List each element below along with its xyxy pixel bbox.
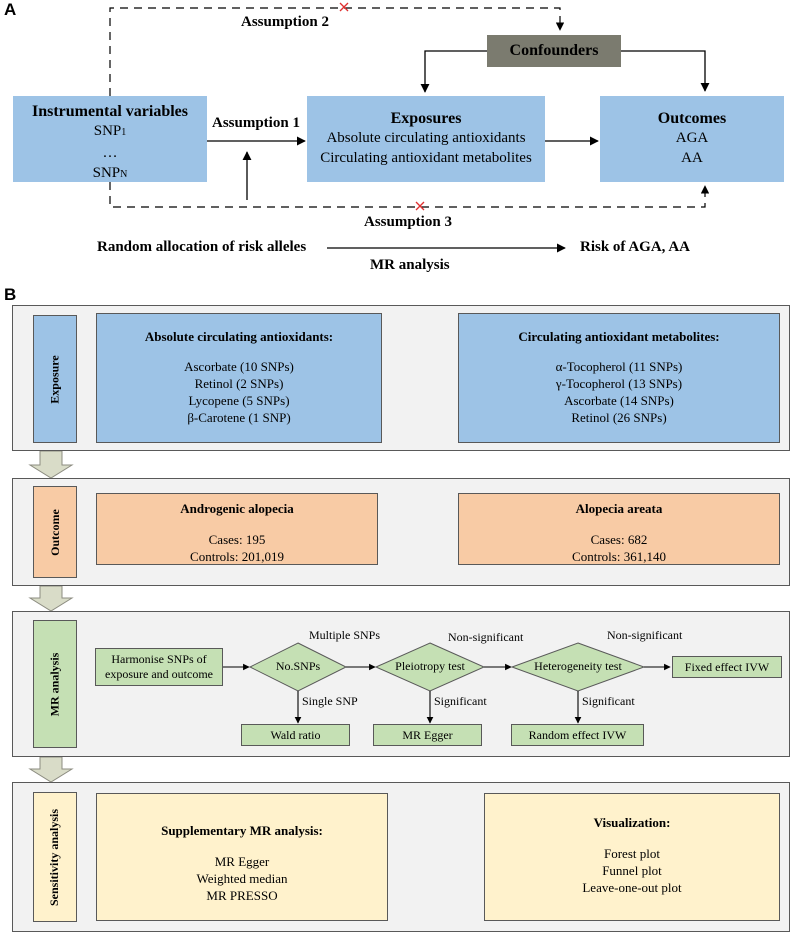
- supplementary-mr-box: Supplementary MR analysis: MR Egger Weig…: [96, 793, 388, 921]
- assumption2-cross: [339, 2, 349, 12]
- mr-analysis-label: MR analysis: [370, 257, 450, 273]
- pleiotropy-label: Pleiotropy test: [395, 659, 465, 673]
- heterogeneity-label: Heterogeneity test: [534, 659, 622, 673]
- exposure-to-outcome-down-arrow: [28, 450, 74, 479]
- multiple-snps-label: Multiple SNPs: [309, 628, 381, 642]
- single-snp-label: Single SNP: [302, 694, 358, 708]
- outcomes-title: Outcomes: [657, 110, 727, 127]
- non-significant-label-2: Non-significant: [607, 628, 683, 642]
- panel-a-letter: A: [4, 0, 17, 19]
- assumption3-label: Assumption 3: [364, 214, 452, 230]
- risk-label: Risk of AGA, AA: [580, 239, 691, 255]
- non-significant-label-1: Non-significant: [448, 630, 524, 644]
- absolute-antioxidants-title: Absolute circulating antioxidants:: [144, 329, 334, 344]
- visualization-item: Forest plot: [604, 846, 660, 861]
- antioxidant-metabolites-box: Circulating antioxidant metabolites: α-T…: [458, 313, 780, 443]
- visualization-item: Leave-one-out plot: [582, 880, 682, 895]
- exposure-side-label: Exposure: [33, 315, 77, 443]
- metabolites-title: Circulating antioxidant metabolites:: [518, 329, 720, 344]
- mr-egger-box: MR Egger: [373, 724, 482, 746]
- outcomes-line1: AGA: [675, 130, 709, 146]
- outcome-to-mr-down-arrow: [28, 585, 74, 612]
- assumption1-label: Assumption 1: [212, 115, 300, 131]
- androgenic-cases: Cases: 195: [208, 532, 266, 547]
- absolute-antioxidants-box: Absolute circulating antioxidants: Ascor…: [96, 313, 382, 443]
- androgenic-alopecia-box: Androgenic alopecia Cases: 195 Controls:…: [96, 493, 378, 565]
- significant-label-1: Significant: [434, 694, 487, 708]
- outcomes-line2: AA: [681, 150, 703, 166]
- instrumental-title: Instrumental variables: [32, 103, 188, 120]
- visualization-item: Funnel plot: [602, 863, 662, 878]
- absolute-item: Lycopene (5 SNPs): [188, 393, 290, 408]
- absolute-item: Retinol (2 SNPs): [194, 376, 284, 391]
- harmonise-box: Harmonise SNPs of exposure and outcome: [95, 648, 223, 686]
- areata-title: Alopecia areata: [575, 501, 663, 516]
- supplementary-item: Weighted median: [196, 871, 288, 886]
- metabolite-item: γ-Tocopherol (13 SNPs): [555, 376, 683, 391]
- metabolite-item: Ascorbate (14 SNPs): [564, 393, 674, 408]
- supplementary-title: Supplementary MR analysis:: [161, 823, 323, 838]
- areata-controls: Controls: 361,140: [572, 549, 666, 564]
- outcome-side-label: Outcome: [33, 486, 77, 578]
- snpn-label: SNPN: [92, 165, 128, 181]
- outcomes-box: Outcomes AGA AA: [600, 96, 784, 182]
- absolute-item: Ascorbate (10 SNPs): [184, 359, 294, 374]
- random-effect-ivw-box: Random effect IVW: [511, 724, 644, 746]
- assumption2-path: [109, 7, 565, 96]
- snp-ellipsis: …: [102, 145, 118, 161]
- visualization-box: Visualization: Forest plot Funnel plot L…: [484, 793, 780, 921]
- panel-b-letter: B: [4, 285, 17, 304]
- androgenic-title: Androgenic alopecia: [180, 501, 294, 516]
- mr-to-sensitivity-down-arrow: [28, 756, 74, 783]
- snp1-label: SNP1: [93, 123, 127, 139]
- areata-cases: Cases: 682: [590, 532, 648, 547]
- wald-ratio-box: Wald ratio: [241, 724, 350, 746]
- confounders-to-exposures-arrow: [420, 50, 487, 93]
- assumption3-path: [109, 182, 710, 208]
- absolute-item: β-Carotene (1 SNP): [187, 410, 291, 425]
- metabolite-item: α-Tocopherol (11 SNPs): [555, 359, 683, 374]
- significant-label-2: Significant: [582, 694, 635, 708]
- supplementary-item: MR Egger: [214, 854, 270, 869]
- exposures-title: Exposures: [390, 110, 462, 127]
- alopecia-areata-box: Alopecia areata Cases: 682 Controls: 361…: [458, 493, 780, 565]
- random-allocation-label: Random allocation of risk alleles: [97, 239, 307, 255]
- exposures-line2: Circulating antioxidant metabolites: [320, 150, 532, 166]
- assumption3-cross: [415, 201, 425, 211]
- fixed-effect-ivw-box: Fixed effect IVW: [672, 656, 782, 678]
- androgenic-controls: Controls: 201,019: [190, 549, 284, 564]
- supplementary-item: MR PRESSO: [206, 888, 278, 903]
- no-snps-label: No.SNPs: [275, 659, 321, 673]
- instrumental-variables-box: Instrumental variables SNP1 … SNPN: [13, 96, 207, 182]
- metabolite-item: Retinol (26 SNPs): [571, 410, 667, 425]
- sensitivity-side-label: Sensitivity analysis: [33, 792, 77, 922]
- confounders-to-outcomes-arrow: [621, 50, 710, 92]
- exposures-box: Exposures Absolute circulating antioxida…: [307, 96, 545, 182]
- assumption2-label: Assumption 2: [241, 14, 329, 30]
- exposures-line1: Absolute circulating antioxidants: [326, 130, 526, 146]
- visualization-title: Visualization:: [593, 815, 671, 830]
- confounders-box: Confounders: [487, 35, 621, 67]
- mr-analysis-side-label: MR analysis: [33, 620, 77, 748]
